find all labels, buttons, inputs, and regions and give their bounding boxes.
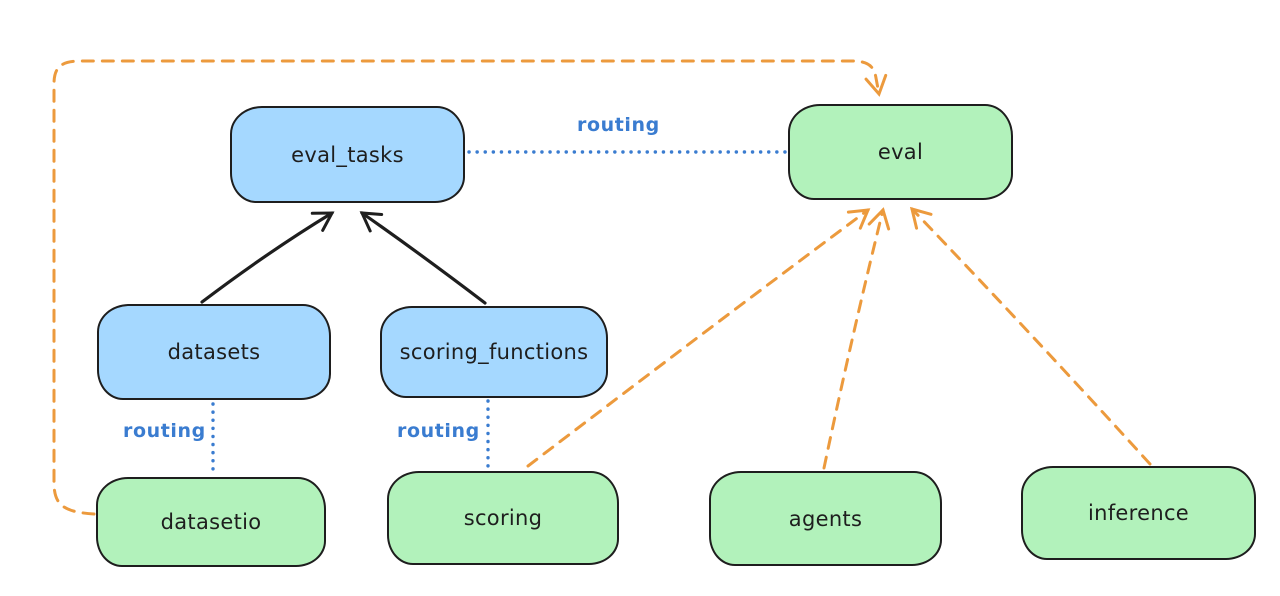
node-scoring-functions: scoring_functions — [380, 306, 608, 398]
edge-label-routing-datasets-datasetio: routing — [123, 420, 206, 442]
node-datasets: datasets — [97, 304, 331, 400]
node-inference: inference — [1021, 466, 1256, 560]
node-agents-label: agents — [788, 506, 863, 531]
node-datasets-label: datasets — [167, 340, 261, 364]
node-agents: agents — [709, 471, 942, 566]
edge-scoring-eval-dashed-arrow — [526, 208, 871, 468]
node-eval-tasks: eval_tasks — [230, 106, 465, 203]
node-eval-label: eval — [877, 140, 924, 164]
edge-datasets-evaltasks-solid-arrow — [200, 211, 335, 304]
node-datasetio-label: datasetio — [160, 510, 262, 534]
node-scoring-functions-label: scoring_functions — [399, 340, 589, 364]
edge-label-routing-scoringfunctions-scoring: routing — [397, 420, 480, 442]
node-eval: eval — [788, 104, 1013, 200]
edge-datasetio-eval-dashed-arrow — [52, 59, 888, 516]
node-eval-tasks-label: eval_tasks — [291, 142, 404, 167]
edge-inference-eval-dashed-arrow — [909, 206, 1152, 466]
node-scoring: scoring — [387, 471, 619, 565]
edge-scoringfunctions-evaltasks-solid-arrow — [359, 211, 487, 305]
edge-agents-eval-dashed-arrow — [822, 207, 891, 470]
edge-label-routing-evaltasks-eval: routing — [577, 114, 660, 136]
node-scoring-label: scoring — [463, 506, 543, 530]
node-datasetio: datasetio — [96, 477, 326, 567]
node-inference-label: inference — [1087, 501, 1190, 525]
